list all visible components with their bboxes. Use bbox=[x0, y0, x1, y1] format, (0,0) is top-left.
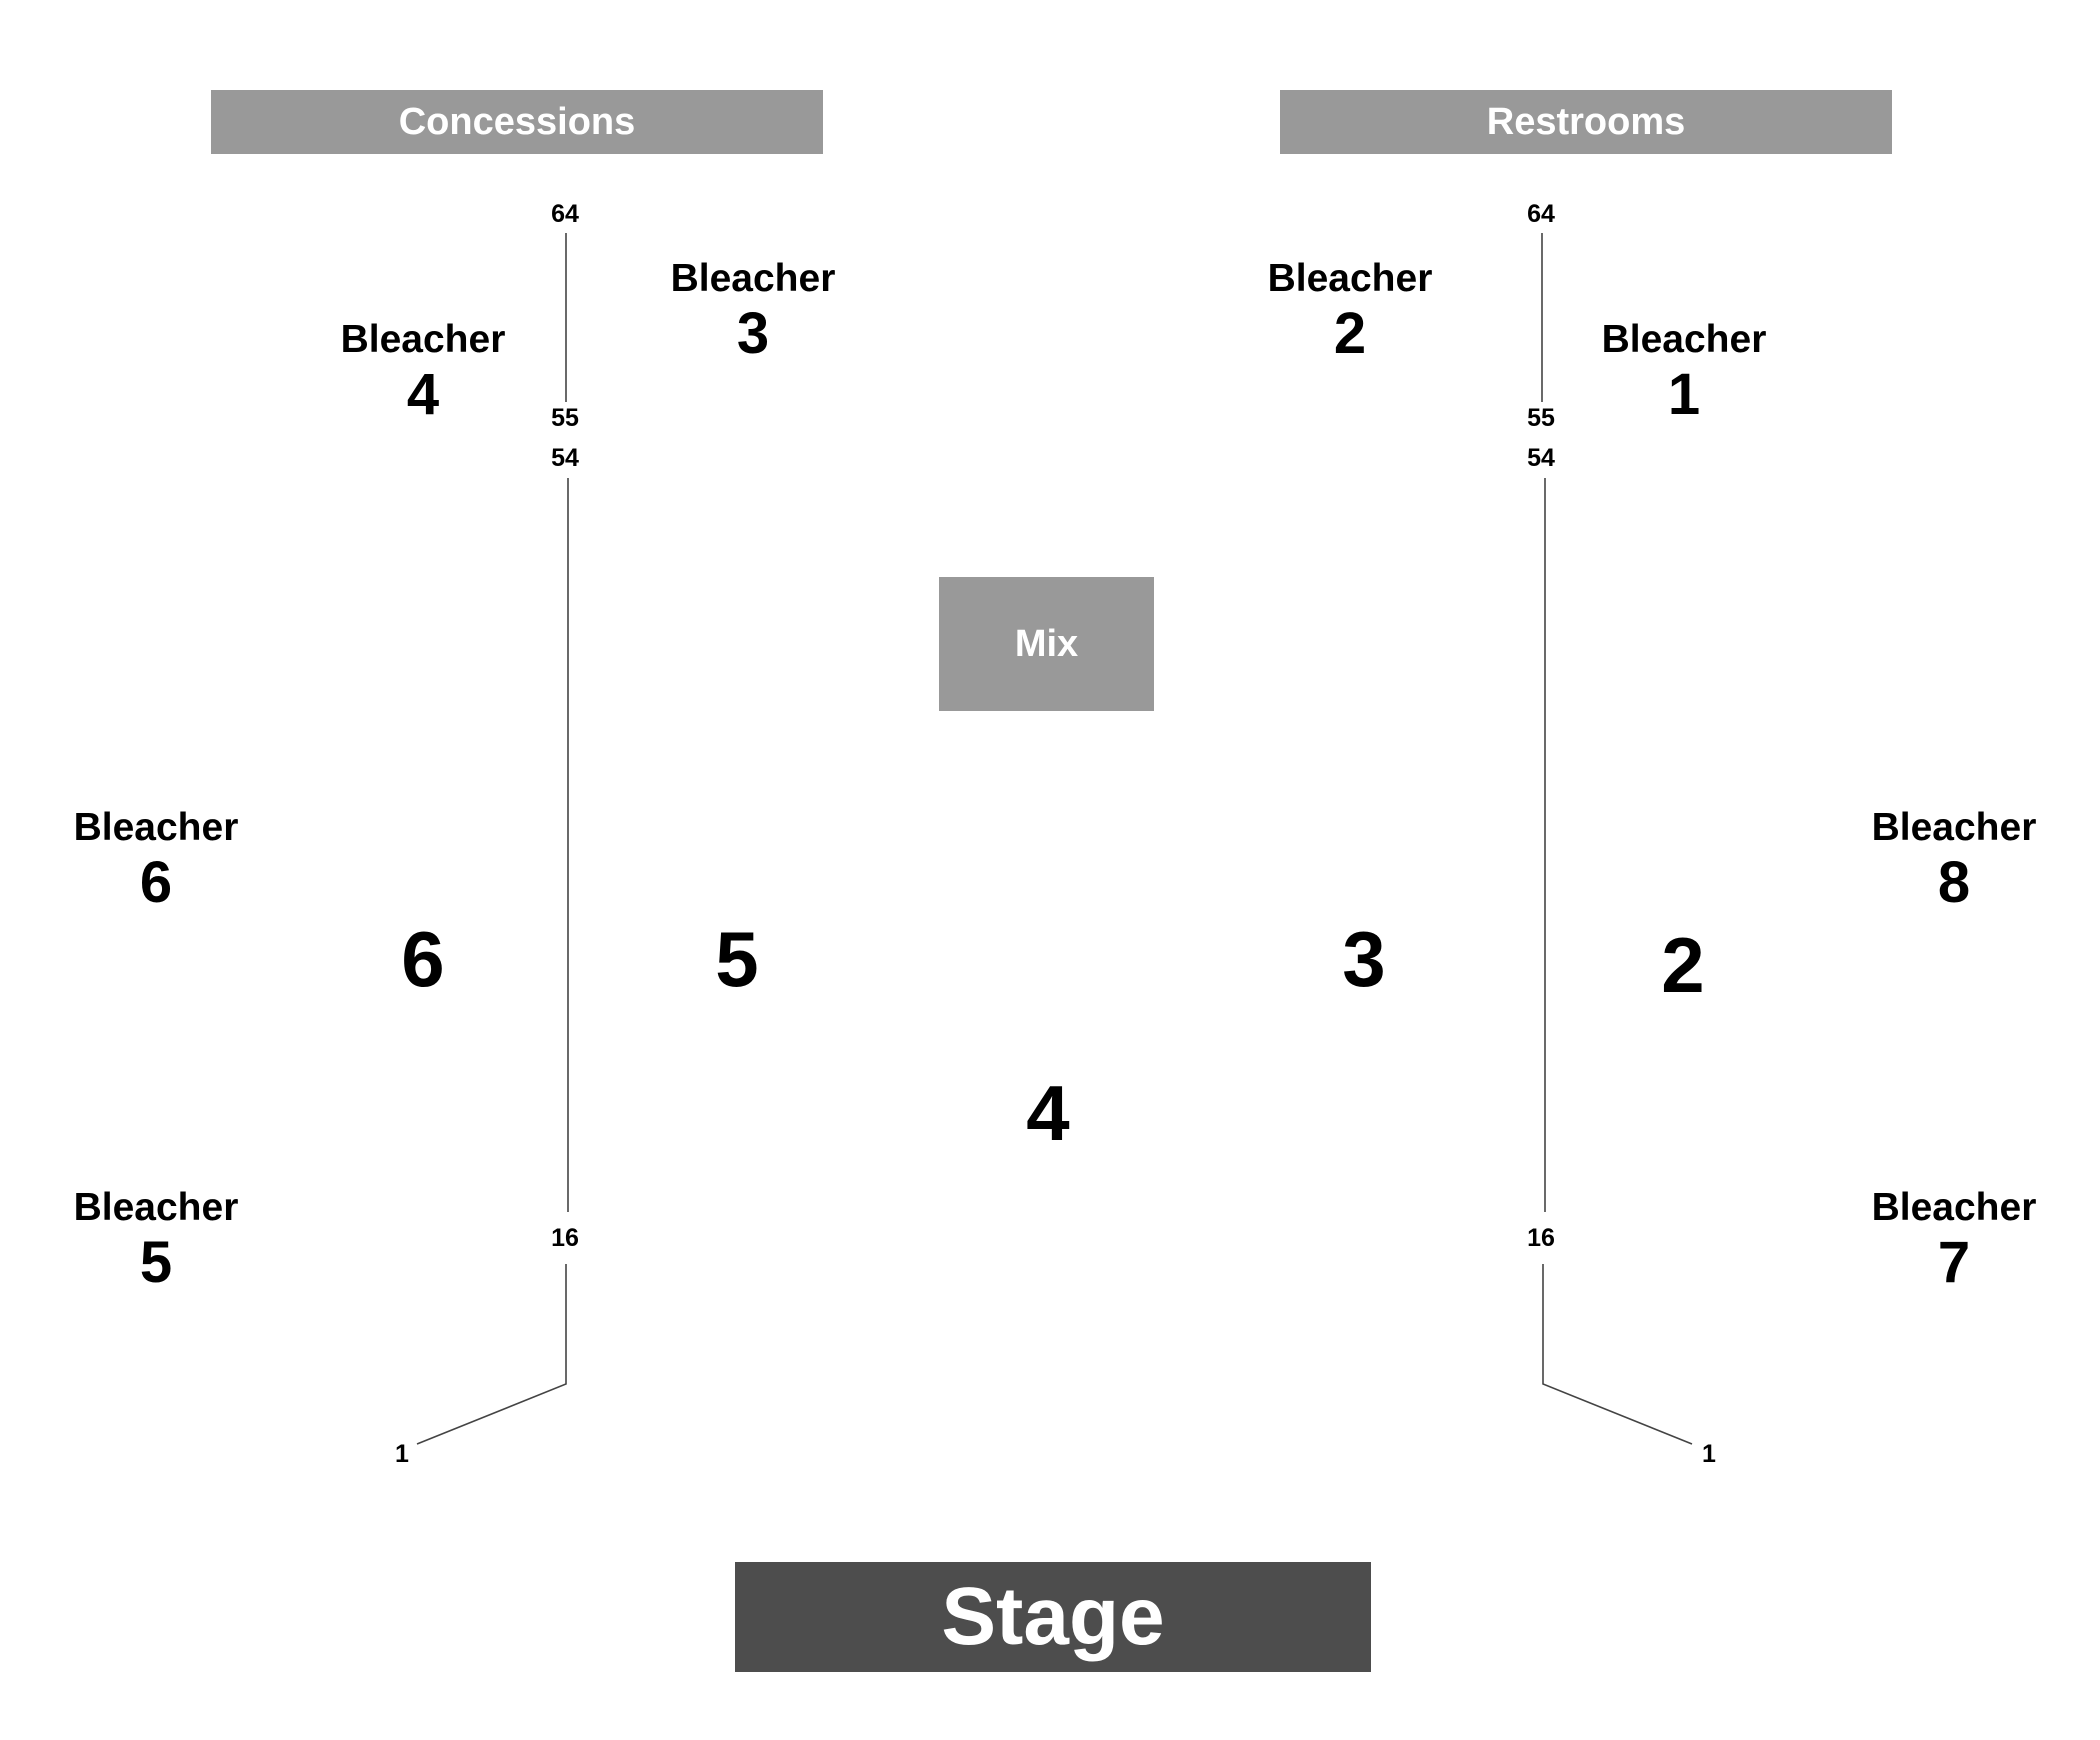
stage: Stage bbox=[735, 1562, 1371, 1672]
bleacher-6-label: Bleacher bbox=[73, 806, 239, 849]
mix-position: Mix bbox=[939, 577, 1154, 711]
bleacher-1: Bleacher 1 bbox=[1564, 318, 1804, 428]
bleacher-1-number: 1 bbox=[1667, 362, 1701, 427]
restrooms-area: Restrooms bbox=[1280, 90, 1892, 154]
bleacher-3-number: 3 bbox=[736, 301, 770, 366]
bleacher-5-label: Bleacher bbox=[73, 1186, 239, 1229]
floor-section-3: 3 bbox=[1342, 915, 1386, 1003]
floor-section-2: 2 bbox=[1661, 921, 1705, 1009]
right-front-row-line bbox=[1542, 1264, 1693, 1445]
floor-section-5: 5 bbox=[715, 915, 759, 1003]
bleacher-7-label: Bleacher bbox=[1871, 1186, 2037, 1229]
concessions-area: Concessions bbox=[211, 90, 823, 154]
left-seat-marker-54: 54 bbox=[551, 444, 579, 472]
bleacher-3-label: Bleacher bbox=[670, 257, 836, 300]
bleacher-2-number: 2 bbox=[1333, 301, 1367, 366]
bleacher-8-number: 8 bbox=[1937, 850, 1971, 915]
bleacher-7-number: 7 bbox=[1937, 1230, 1971, 1295]
bleacher-4-number: 4 bbox=[406, 362, 440, 427]
right-seat-marker-1: 1 bbox=[1702, 1440, 1716, 1468]
bleacher-2: Bleacher 2 bbox=[1230, 257, 1470, 367]
right-seat-marker-54: 54 bbox=[1527, 444, 1555, 472]
bleacher-6-number: 6 bbox=[139, 850, 173, 915]
right-seat-marker-64: 64 bbox=[1527, 200, 1555, 228]
left-seat-marker-64: 64 bbox=[551, 200, 579, 228]
bleacher-5-number: 5 bbox=[139, 1230, 173, 1295]
right-seat-marker-55: 55 bbox=[1527, 404, 1555, 432]
floor-section-4: 4 bbox=[1026, 1069, 1070, 1157]
left-front-row-line bbox=[416, 1264, 567, 1445]
bleacher-8: Bleacher 8 bbox=[1834, 806, 2074, 916]
left-seat-marker-16: 16 bbox=[551, 1224, 579, 1252]
bleacher-2-label: Bleacher bbox=[1267, 257, 1433, 300]
bleacher-5: Bleacher 5 bbox=[36, 1186, 276, 1296]
floor-section-6: 6 bbox=[401, 915, 445, 1003]
left-seat-marker-55: 55 bbox=[551, 404, 579, 432]
mix-label: Mix bbox=[1014, 622, 1079, 665]
stage-label: Stage bbox=[941, 1571, 1165, 1662]
bleacher-8-label: Bleacher bbox=[1871, 806, 2037, 849]
bleacher-1-label: Bleacher bbox=[1601, 318, 1767, 361]
bleacher-4: Bleacher 4 bbox=[303, 318, 543, 428]
restrooms-label: Restrooms bbox=[1486, 100, 1686, 143]
bleacher-4-label: Bleacher bbox=[340, 318, 506, 361]
left-seat-marker-1: 1 bbox=[395, 1440, 409, 1468]
bleacher-6: Bleacher 6 bbox=[36, 806, 276, 916]
concessions-label: Concessions bbox=[398, 100, 636, 143]
bleacher-7: Bleacher 7 bbox=[1834, 1186, 2074, 1296]
right-seat-marker-16: 16 bbox=[1527, 1224, 1555, 1252]
bleacher-3: Bleacher 3 bbox=[633, 257, 873, 367]
